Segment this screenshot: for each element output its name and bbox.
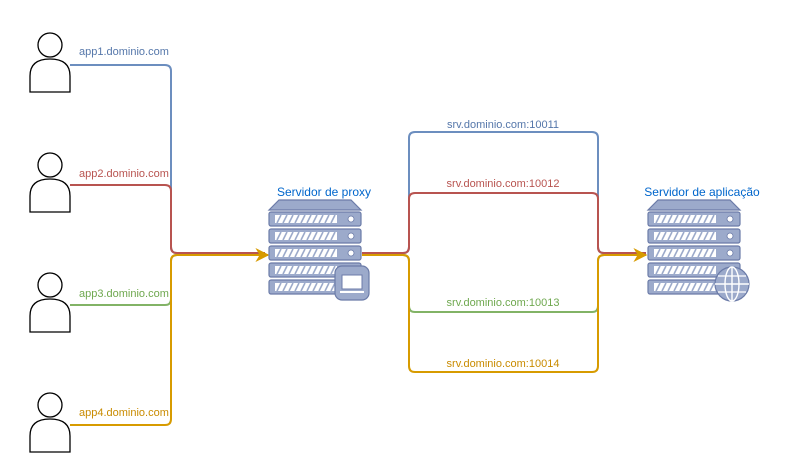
link-app4-to-proxy [70,248,270,426]
user-icon-app4 [29,392,71,453]
route-label-10012: srv.dominio.com:10012 [447,178,560,190]
app-server-title: Servidor de aplicação [644,185,760,199]
user-icon-app1 [29,32,71,93]
user-label-app1: app1.dominio.com [79,46,169,58]
user-label-app4: app4.dominio.com [79,407,169,419]
user-label-app2: app2.dominio.com [79,168,169,180]
link-app2-to-proxy [70,184,265,254]
route-label-10013: srv.dominio.com:10013 [447,297,560,309]
user-icon-app3 [29,272,71,333]
route-10012 [362,192,646,254]
route-10014 [362,248,648,373]
web-server-icon [646,199,750,302]
route-label-10014: srv.dominio.com:10014 [447,358,560,370]
user-label-app3: app3.dominio.com [79,288,169,300]
route-label-10011: srv.dominio.com:10011 [447,119,559,131]
user-icon-app2 [29,152,71,213]
proxy-server-title: Servidor de proxy [277,185,371,199]
link-app1-to-proxy [70,64,265,254]
proxy-server-icon [267,199,370,301]
